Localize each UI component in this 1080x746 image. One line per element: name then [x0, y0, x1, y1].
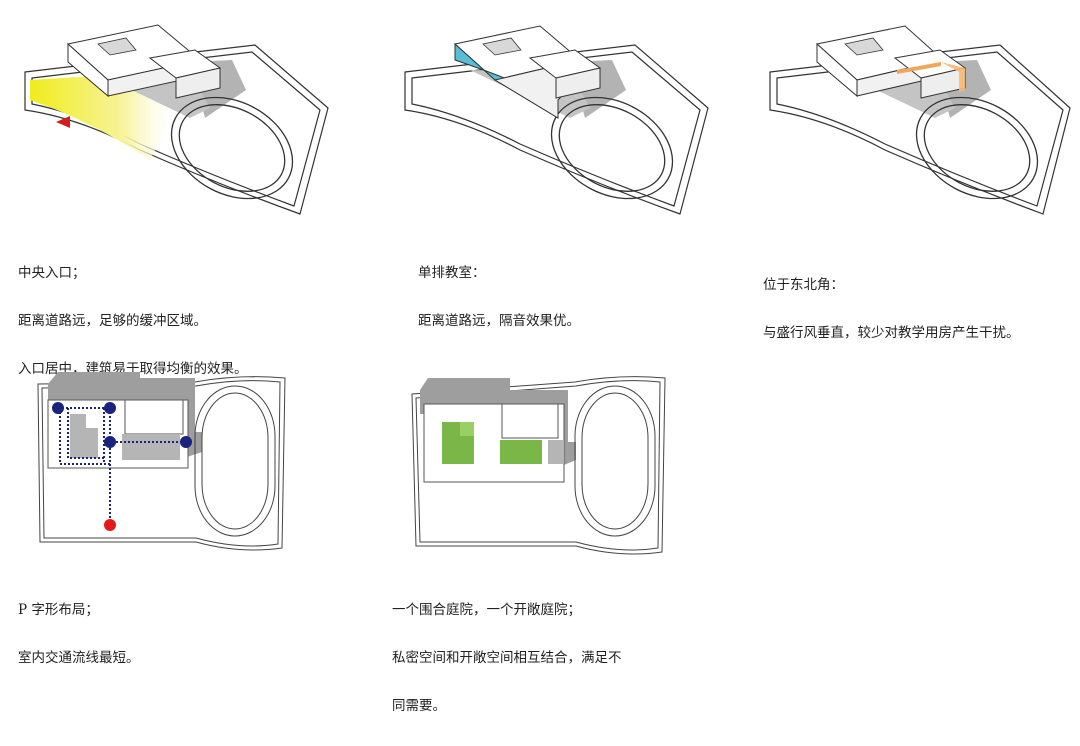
panel-courtyards: 一个围合庭院，一个开敞庭院； 私密空间和开敞空间相互结合，满足不 同需要。 — [380, 360, 720, 714]
route-node — [104, 436, 116, 448]
entrance-arrow-icon — [56, 116, 70, 128]
massing-diagram-classrooms — [404, 25, 709, 215]
caption-courtyards: 一个围合庭院，一个开敞庭院； 私密空间和开敞空间相互结合，满足不 同需要。 — [392, 570, 622, 746]
panel-p-layout: P 字形布局； 室内交通流线最短。 — [0, 360, 340, 666]
caption-line: 室内交通流线最短。 — [18, 650, 140, 666]
entrance-buffer-zone — [30, 72, 172, 160]
caption-line: 位于东北角： — [763, 277, 844, 293]
circulation-route — [58, 407, 186, 524]
caption-line: P 字形布局； — [18, 602, 99, 618]
northeast-block-highlight — [897, 62, 941, 74]
enclosed-courtyard-light — [460, 422, 474, 436]
panel-single-row-classrooms: 单排教室： 距离道路远，隔音效果优。 — [380, 0, 720, 329]
open-courtyard — [500, 440, 542, 464]
caption-northeast-corner: 位于东北角： 与盛行风垂直，较少对教学用房产生干扰。 — [763, 245, 1020, 373]
caption-line: 同需要。 — [392, 698, 446, 714]
route-node — [180, 436, 192, 448]
caption-line: 单排教室： — [418, 265, 486, 281]
massing-diagram-entrance — [24, 24, 329, 215]
caption-line: 距离道路远，隔音效果优。 — [418, 313, 580, 329]
caption-line: 私密空间和开敞空间相互结合，满足不 — [392, 650, 622, 666]
route-node — [52, 402, 64, 414]
caption-single-row-classrooms: 单排教室： 距离道路远，隔音效果优。 — [418, 233, 580, 361]
plan-diagram-courtyards — [411, 376, 666, 555]
caption-line: 与盛行风垂直，较少对教学用房产生干扰。 — [763, 325, 1020, 341]
route-node — [104, 402, 116, 414]
massing-diagram-northeast — [769, 25, 1071, 215]
entrance-node — [104, 519, 116, 531]
caption-line: 距离道路远，足够的缓冲区域。 — [18, 313, 207, 329]
plan-diagram-circulation — [37, 372, 286, 551]
panel-central-entrance: 中央入口； 距离道路远，足够的缓冲区域。 入口居中，建筑易于取得均衡的效果。 — [0, 0, 340, 377]
caption-line: 一个围合庭院，一个开敞庭院； — [392, 602, 581, 618]
caption-p-layout: P 字形布局； 室内交通流线最短。 — [18, 570, 140, 698]
caption-line: 中央入口； — [18, 265, 86, 281]
panel-northeast-corner: 位于东北角： 与盛行风垂直，较少对教学用房产生干扰。 — [745, 0, 1080, 341]
